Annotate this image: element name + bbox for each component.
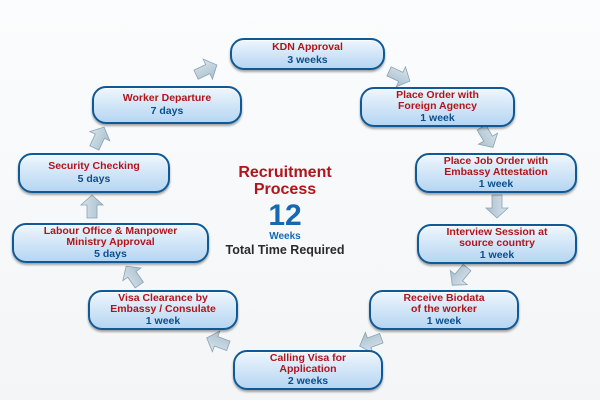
step-duration: 3 weeks [287, 53, 328, 66]
step-title: Place Order with Foreign Agency [396, 88, 479, 112]
step-title: Security Checking [48, 160, 140, 173]
step-title: Place Job Order with Embassy Attestation [443, 154, 549, 178]
step-receive-biodata: Receive Biodata of the worker 1 week [369, 290, 519, 330]
arrow-10-to-1 [190, 54, 222, 86]
center-subtitle: Total Time Required [225, 242, 345, 257]
step-title: Visa Clearance by Embassy / Consulate [110, 291, 216, 315]
step-visa-clearance: Visa Clearance by Embassy / Consulate 1 … [88, 290, 238, 330]
step-duration: 1 week [420, 112, 455, 125]
step-duration: 1 week [426, 315, 462, 328]
step-title: Interview Session at source country [446, 225, 548, 249]
arrow-8-to-9 [80, 194, 104, 219]
step-duration: 5 days [94, 248, 127, 261]
step-duration: 7 days [150, 104, 184, 117]
step-duration: 1 week [479, 249, 515, 262]
step-title: Labour Office & Manpower Ministry Approv… [43, 224, 178, 248]
center-title: Recruitment Process [238, 164, 332, 198]
step-duration: 1 week [478, 178, 514, 191]
arrow-3-to-4 [485, 194, 509, 219]
step-title: Calling Visa for Application [269, 351, 347, 375]
step-interview-session: Interview Session at source country 1 we… [417, 224, 577, 264]
step-calling-visa: Calling Visa for Application 2 weeks [233, 350, 383, 390]
step-duration: 1 week [145, 315, 181, 328]
arrow-6-to-7 [202, 327, 233, 357]
step-job-order-embassy-attestation: Place Job Order with Embassy Attestation… [415, 153, 577, 193]
center-summary: Recruitment Process 12 Weeks Total Time … [205, 164, 365, 257]
step-title: Worker Departure [122, 92, 212, 105]
step-labour-office-approval: Labour Office & Manpower Ministry Approv… [12, 223, 209, 263]
step-title: Receive Biodata of the worker [403, 291, 485, 315]
step-duration: 5 days [77, 172, 111, 185]
step-kdn-approval: KDN Approval 3 weeks [230, 38, 385, 70]
step-security-checking: Security Checking 5 days [18, 153, 170, 193]
arrow-7-to-8 [116, 259, 149, 292]
total-weeks-unit: Weeks [269, 230, 301, 242]
total-weeks-number: 12 [268, 198, 302, 232]
step-duration: 2 weeks [287, 375, 329, 388]
step-title: KDN Approval [272, 41, 343, 54]
arrow-4-to-5 [443, 260, 476, 293]
arrow-9-to-10 [83, 122, 115, 154]
step-place-order-foreign-agency: Place Order with Foreign Agency 1 week [360, 87, 515, 127]
step-worker-departure: Worker Departure 7 days [92, 86, 242, 124]
